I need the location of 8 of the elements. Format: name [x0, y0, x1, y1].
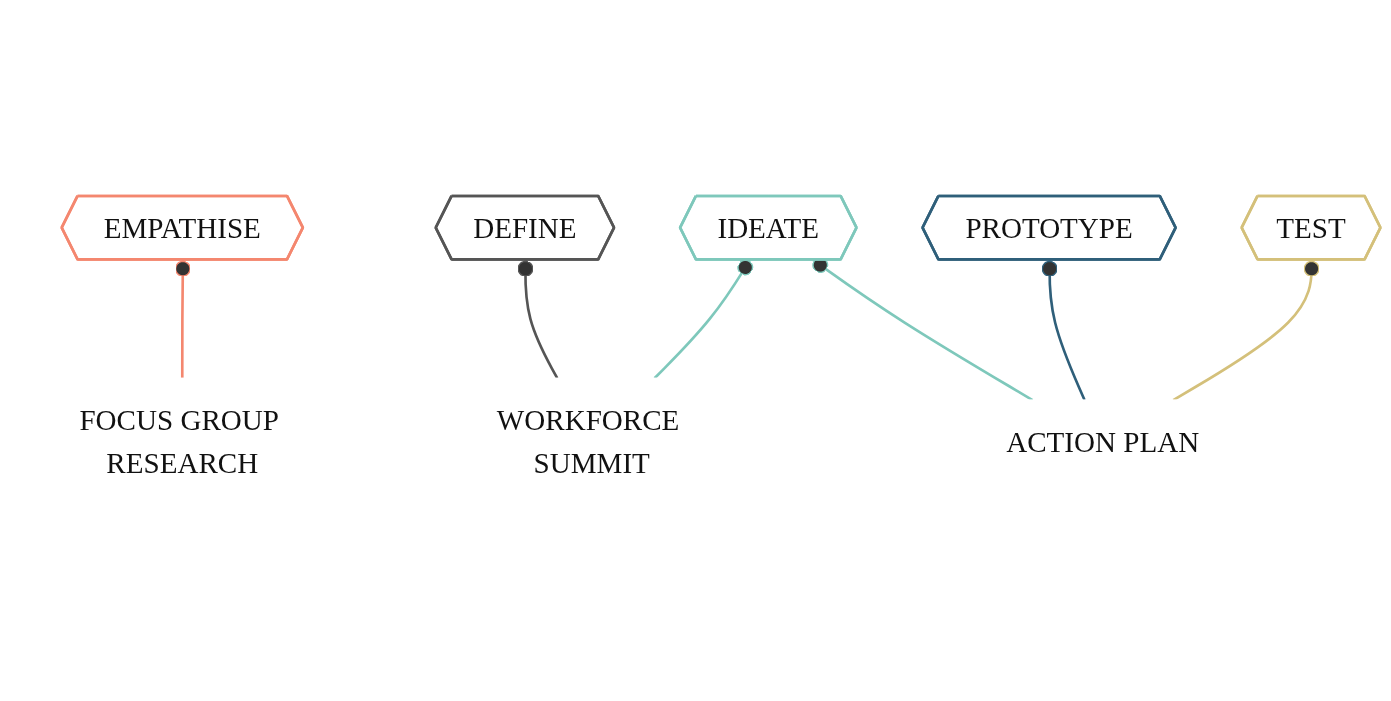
node-text: WORKFORCE SUMMIT: [496, 403, 680, 480]
node-text: FOCUS GROUP RESEARCH: [79, 403, 278, 480]
connector: [517, 260, 559, 379]
node-text: ACTION PLAN: [1006, 425, 1200, 459]
connector: [1172, 260, 1320, 402]
connector: [1041, 260, 1086, 401]
connector: [174, 260, 191, 379]
connector: [653, 259, 754, 380]
